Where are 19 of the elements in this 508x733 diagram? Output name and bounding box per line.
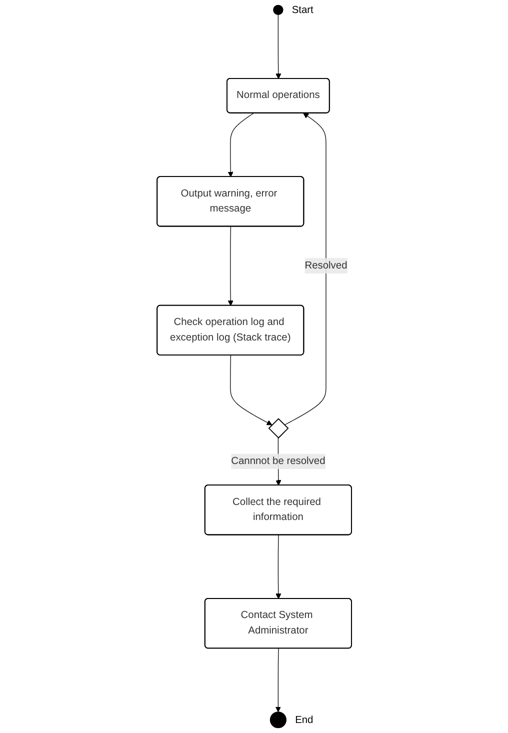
arrow [284,112,326,426]
activity-box: Normal operations [226,78,330,114]
arrow [275,534,281,600]
arrow [275,14,281,80]
activity-box: Output warning, error message [156,176,304,227]
start-node [272,4,283,16]
edge-label: Cannnot be resolved [230,456,325,467]
end-node [270,712,286,728]
edge-label: Resolved [304,260,347,271]
node-caption: Start [292,5,314,16]
arrow [228,226,234,306]
arrow [275,648,281,712]
arrow [228,112,254,178]
activity-box: Check operation log and exception log (Stack trace) [156,304,304,356]
decision-diamond [268,418,288,439]
node-caption: End [294,715,313,726]
activity-box: Contact System Administrator [204,598,352,649]
arrow [230,355,272,426]
activity-box: Collect the required information [204,484,352,536]
